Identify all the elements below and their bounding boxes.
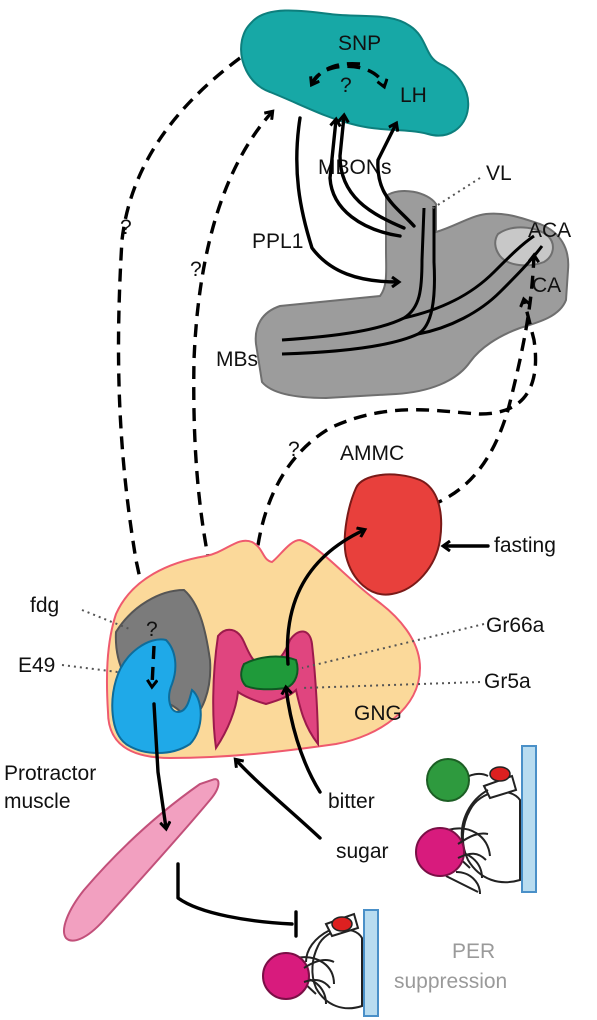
ca-label: CA	[532, 274, 561, 297]
sugar-label: sugar	[336, 840, 389, 863]
per-label-line2: suppression	[394, 970, 507, 993]
mid-question: ?	[190, 258, 202, 281]
surface-upper	[521, 745, 537, 893]
e49-to-muscle-arrow	[152, 702, 166, 828]
lh-label: LH	[400, 84, 427, 107]
gr5a-label: Gr5a	[484, 670, 531, 693]
sugar-ball-lower	[262, 952, 310, 1000]
protractor-muscle	[63, 778, 220, 942]
gr66a-pointer	[301, 623, 485, 669]
vl-label: VL	[486, 162, 512, 185]
ppl1-to-mb-arrow	[295, 116, 398, 282]
sugar-arrow	[236, 760, 322, 840]
lh-snp-return-arrow	[312, 62, 361, 84]
protractor-label-line2: muscle	[4, 790, 71, 813]
ammc-region	[343, 473, 443, 596]
mb-tract-3	[403, 234, 535, 320]
fdg-to-e49-dashed-arrow	[152, 645, 154, 686]
mb-tract-2	[281, 206, 436, 356]
fly-illustration-upper	[415, 745, 537, 895]
mb-tract-1	[281, 207, 426, 342]
vl-pointer	[429, 177, 481, 211]
mbon-to-snp-arrow	[340, 116, 406, 230]
fdg-label: fdg	[30, 594, 59, 617]
snp-lh-region	[240, 9, 470, 137]
e49-label: E49	[18, 654, 55, 677]
ppl1-label: PPL1	[252, 230, 303, 253]
muscle-inhibition-line	[176, 862, 294, 926]
mbon-to-lh-arrow	[376, 124, 416, 228]
fly-eye-lower	[331, 916, 353, 932]
protractor-label-line1: Protractor	[4, 762, 96, 785]
ammc-to-aca-dashed-arrow	[409, 256, 534, 514]
fly-eye-upper	[489, 766, 511, 782]
mbon-to-snp-arrow-2	[328, 120, 402, 238]
fdg-question: ?	[146, 618, 158, 641]
surface-lower	[363, 909, 379, 1017]
bitter-label: bitter	[328, 790, 375, 813]
snp-label: SNP	[338, 32, 381, 55]
bitter-ball	[426, 758, 470, 802]
gng-label: GNG	[354, 702, 402, 725]
gr66a-to-ammc-arrow	[285, 530, 364, 666]
mbons-label: MBONs	[318, 156, 392, 179]
e49-neuron	[111, 638, 202, 754]
mushroom-bodies	[254, 189, 570, 400]
ammc-question: ?	[288, 438, 300, 461]
ammc-label: AMMC	[340, 442, 404, 465]
gr-to-ca-dashed-arrow	[252, 300, 538, 651]
aca-label: ACA	[528, 219, 571, 242]
left-question: ?	[120, 216, 132, 239]
snp-to-fdg-dashed-arrow	[116, 56, 242, 616]
bitter-arrow	[286, 688, 322, 794]
sugar-ball-upper	[415, 827, 465, 877]
snp-lh-question: ?	[340, 74, 352, 97]
per-label-line1: PER	[452, 940, 495, 963]
mbs-label: MBs	[216, 348, 258, 371]
fasting-label: fasting	[494, 534, 556, 557]
fly-illustration-lower	[262, 909, 379, 1017]
gr66a-label: Gr66a	[486, 614, 545, 637]
